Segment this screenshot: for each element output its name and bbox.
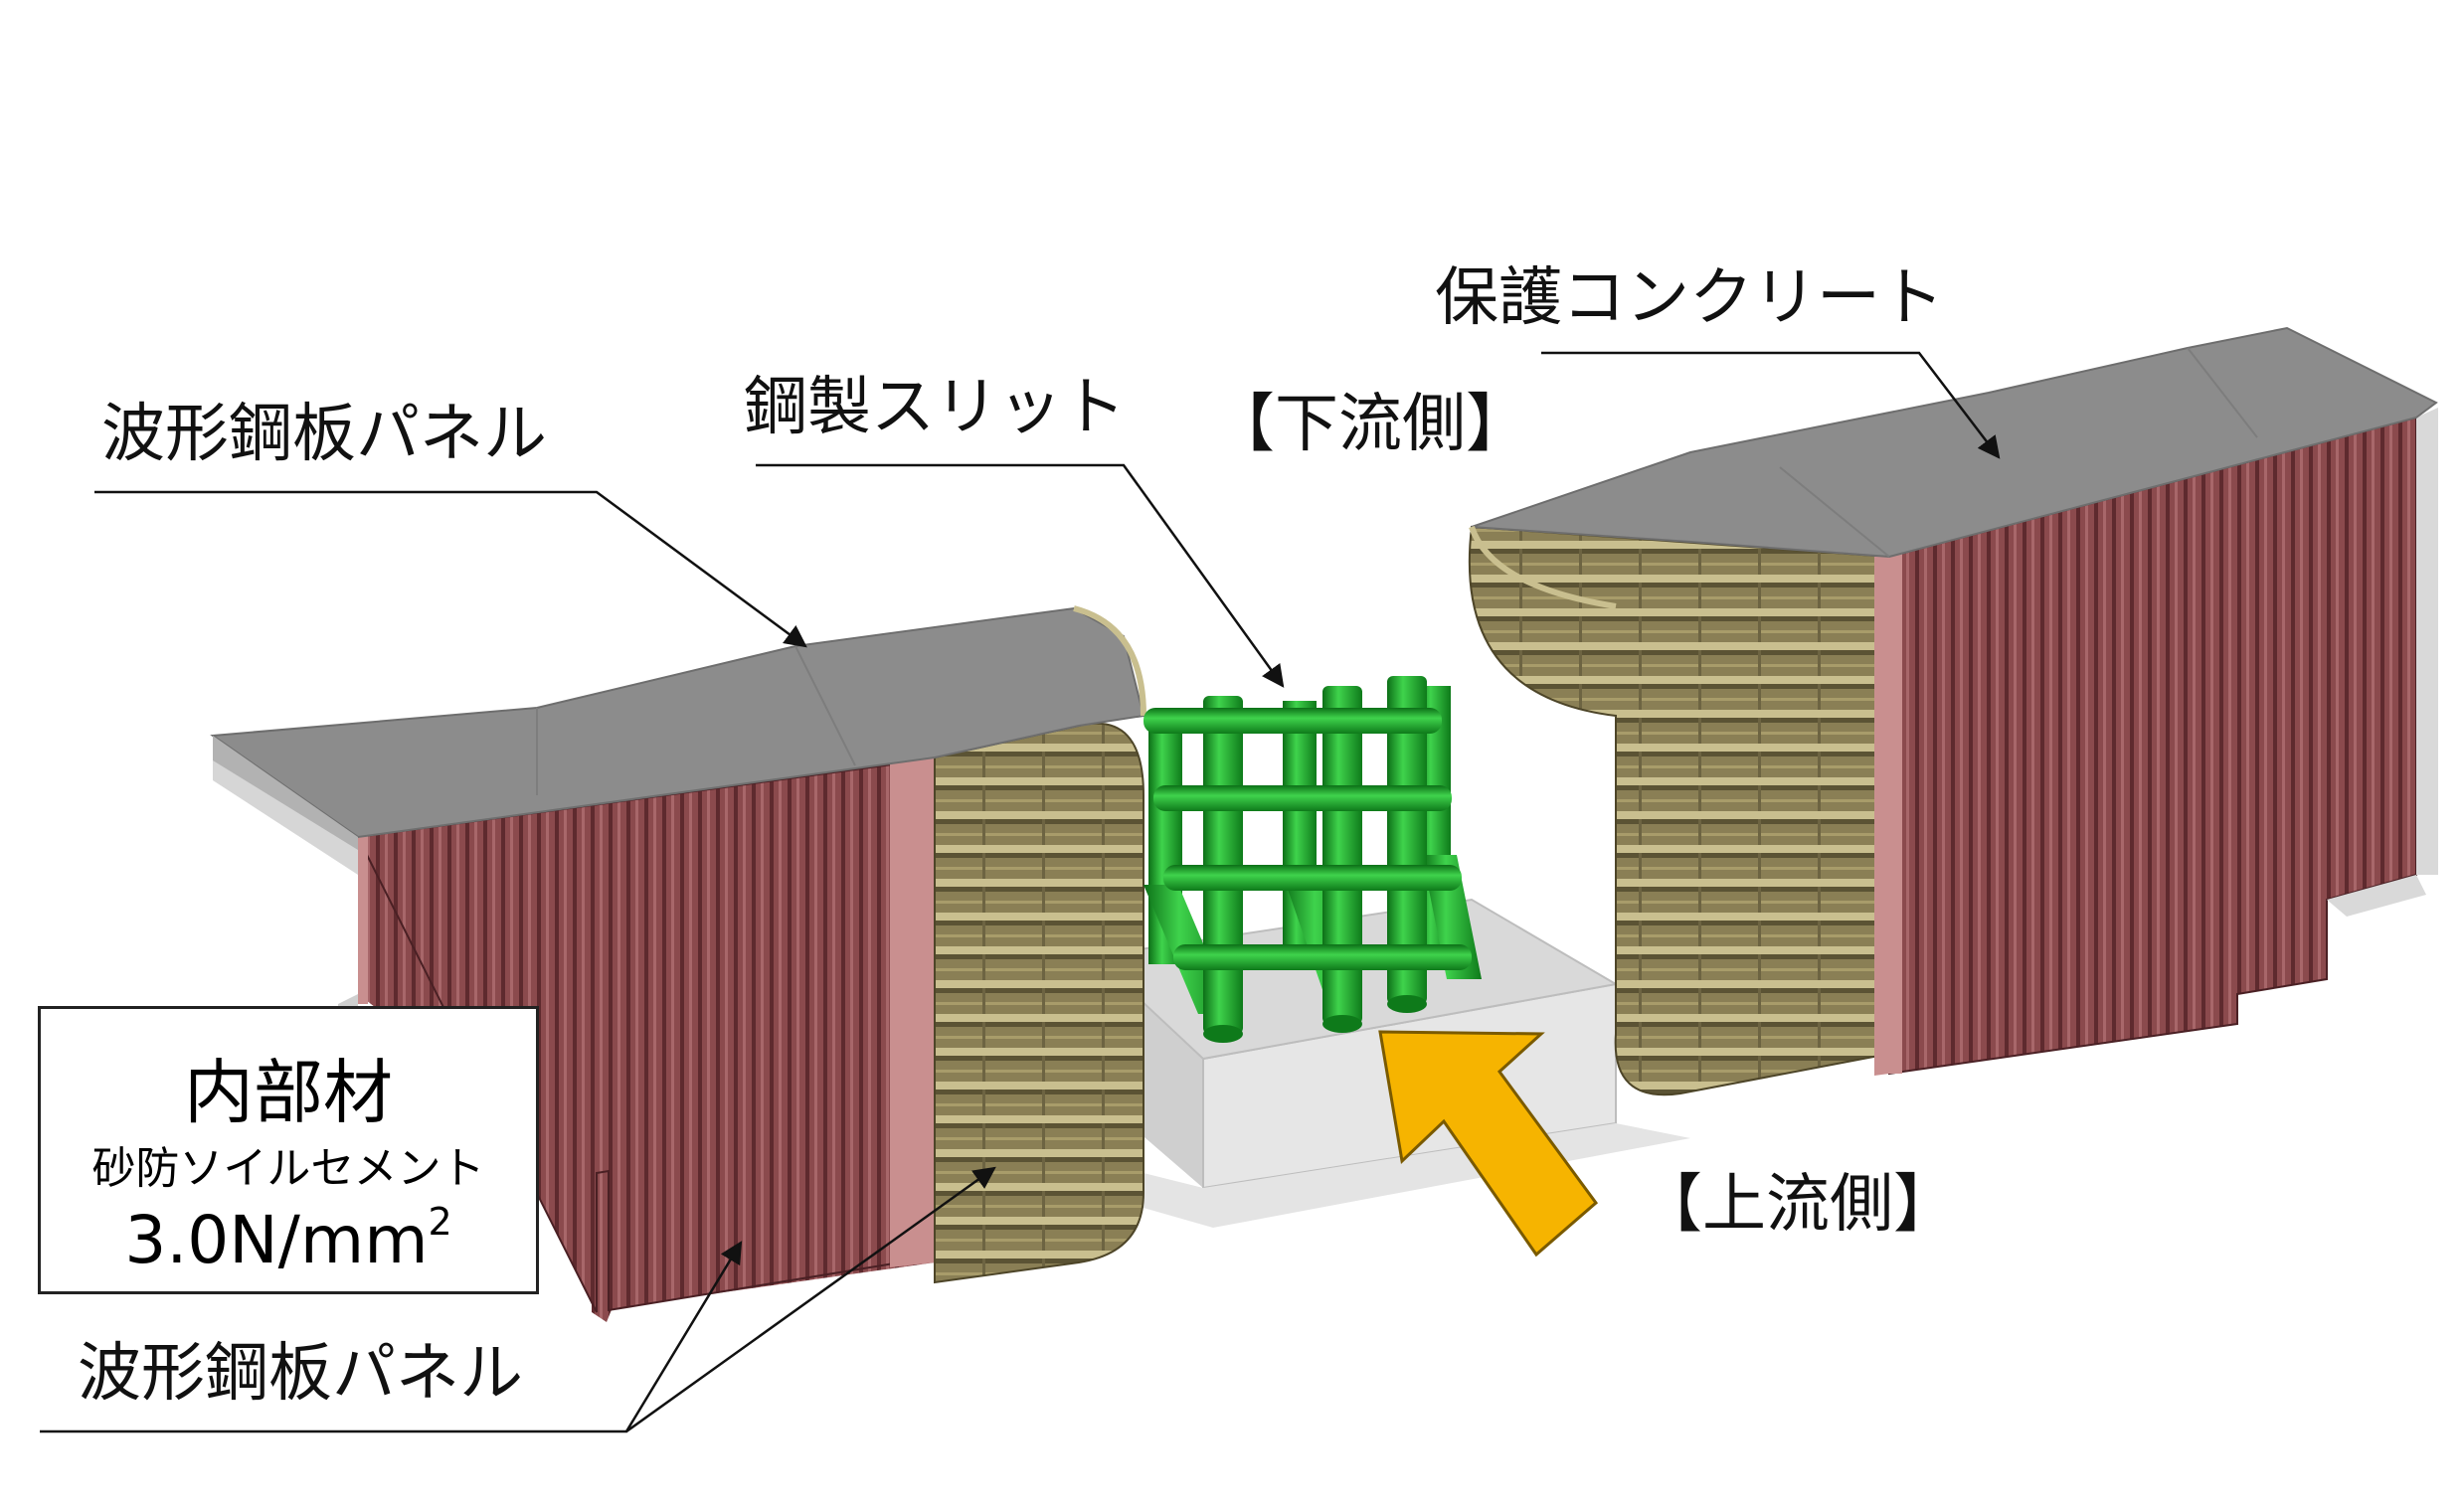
steel-slit-label: 鋼製スリット	[744, 371, 1126, 444]
material-title: 内部材	[184, 1052, 393, 1133]
material-info-box: 内部材 砂防ソイルセメント 3.0N/mm2	[38, 1006, 539, 1294]
material-subtitle: 砂防ソイルセメント	[91, 1143, 485, 1194]
corrugated-panel-label-top: 波形鋼板パネル	[101, 398, 547, 471]
leader-lines	[40, 351, 2001, 1433]
right-wing	[1468, 326, 2438, 1096]
strength-exponent: 2	[428, 1200, 452, 1244]
left-wing	[210, 605, 1146, 1322]
corrugated-panel-label-bottom: 波形鋼板パネル	[78, 1337, 523, 1411]
upstream-flow-arrow	[1378, 1030, 1599, 1258]
protective-concrete-label: 保護コンクリート	[1435, 261, 1944, 335]
material-strength: 3.0N/mm2	[41, 1200, 536, 1278]
downstream-label: 【下流側】	[1211, 388, 1529, 461]
strength-value: 3.0N/mm	[124, 1202, 429, 1278]
upstream-label: 【上流側】	[1639, 1168, 1957, 1242]
steel-slit	[1144, 676, 1482, 1043]
